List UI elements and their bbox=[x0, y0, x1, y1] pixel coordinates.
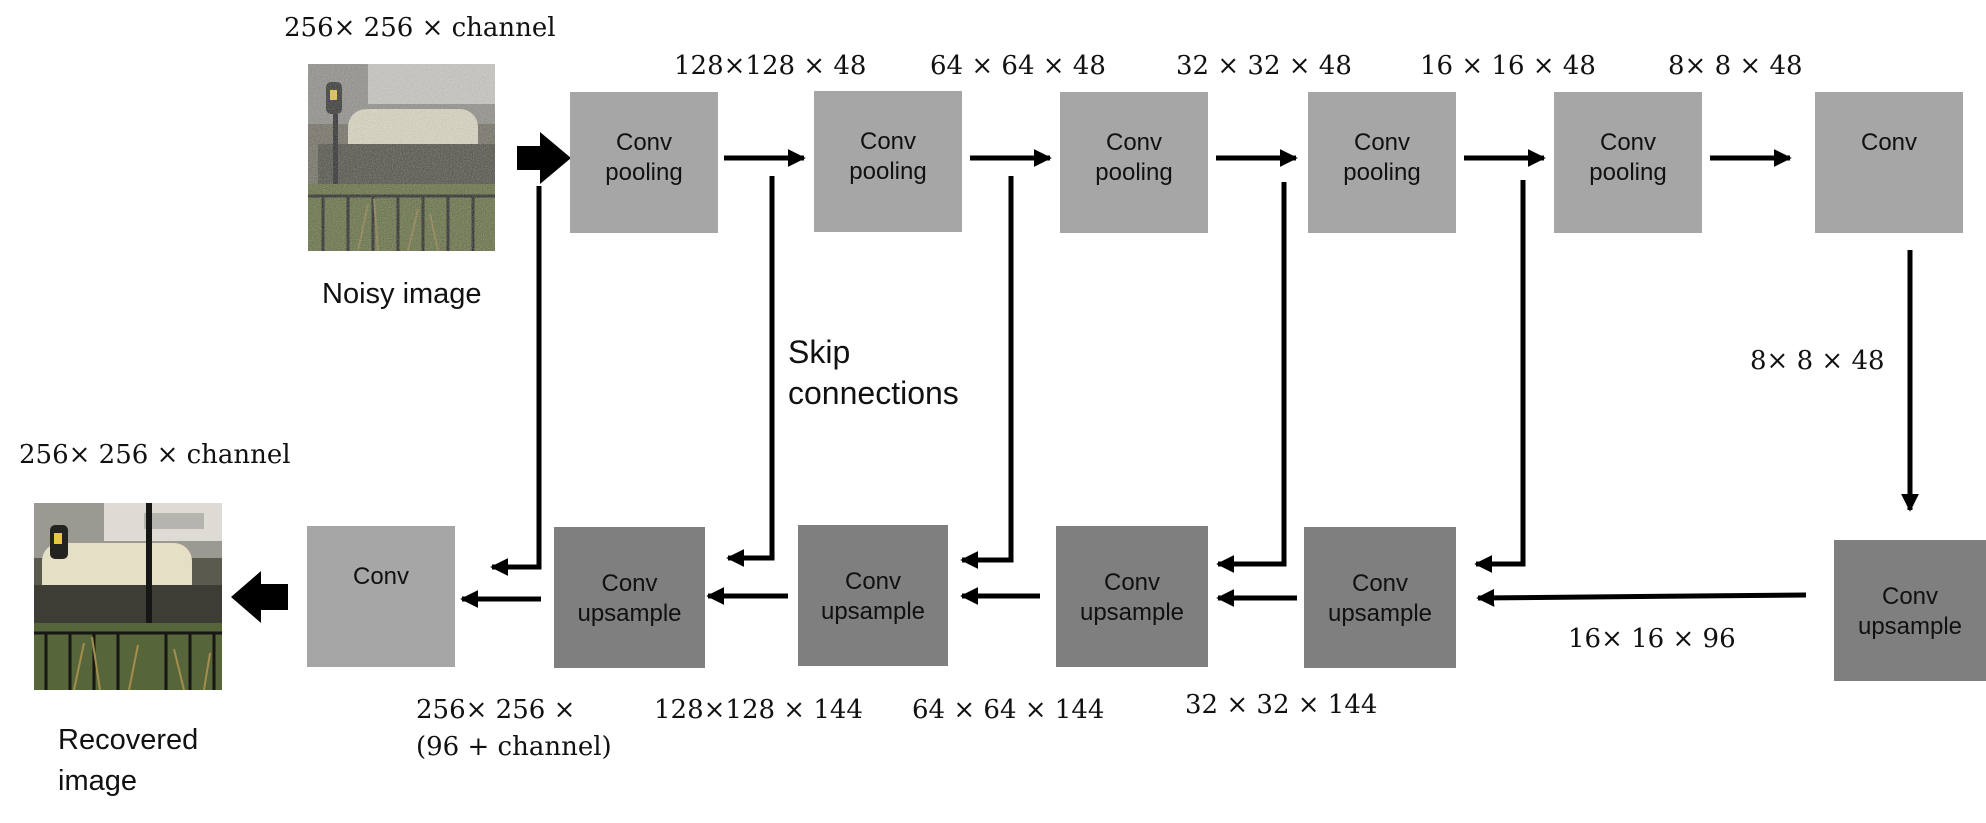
encoder-dim-5: 8× 8 × 48 bbox=[1668, 51, 1803, 81]
recovered-image-caption: Recovered image bbox=[58, 720, 198, 802]
decoder-final-conv: Conv bbox=[307, 526, 455, 667]
block-label-upsample: upsample bbox=[1857, 613, 1963, 640]
block-label-conv: Conv bbox=[1860, 129, 1918, 156]
input-arrow bbox=[517, 132, 571, 184]
encoder-conv-bottom: Conv bbox=[1815, 92, 1963, 233]
output-dim-label: 256× 256 × channel bbox=[19, 440, 291, 470]
encoder-conv-pooling-5: Conv pooling bbox=[1554, 92, 1702, 233]
block-label-conv: Conv bbox=[1881, 583, 1939, 610]
decoder-dim-4-line2: (96 + channel) bbox=[416, 732, 612, 762]
skip-connection-5 bbox=[1474, 180, 1526, 573]
block-label-conv: Conv bbox=[1599, 129, 1657, 156]
decoder-arrow-1 bbox=[1476, 588, 1807, 607]
block-label-conv: Conv bbox=[615, 129, 673, 156]
noisy-image bbox=[308, 64, 495, 251]
skip-connection-4 bbox=[1216, 182, 1287, 573]
skip-label-line2: connections bbox=[788, 375, 959, 411]
decoder-conv-upsample-4: Conv upsample bbox=[554, 527, 705, 668]
input-dim-label: 256× 256 × channel bbox=[284, 13, 556, 43]
block-label-pooling: pooling bbox=[849, 158, 927, 185]
encoder-dim-1: 128×128 × 48 bbox=[674, 51, 867, 81]
block-label-conv: Conv bbox=[1105, 129, 1163, 156]
noisy-image-caption: Noisy image bbox=[322, 278, 482, 310]
block-label-conv: Conv bbox=[859, 128, 917, 155]
recovered-image bbox=[34, 503, 222, 690]
encoder-dim-2: 64 × 64 × 48 bbox=[930, 51, 1106, 81]
block-label-conv: Conv bbox=[601, 570, 658, 597]
block-label-conv: Conv bbox=[1103, 569, 1161, 596]
recovered-caption-line1: Recovered bbox=[58, 724, 199, 756]
decoder-dim-2: 64 × 64 × 144 bbox=[912, 695, 1105, 725]
bottleneck-conv-upsample: Conv upsample bbox=[1834, 540, 1986, 681]
decoder-conv-upsample-3: Conv upsample bbox=[798, 525, 948, 666]
block-label-conv: Conv bbox=[1351, 570, 1409, 597]
decoder-conv-upsample-2: Conv upsample bbox=[1056, 526, 1208, 667]
block-label-upsample: upsample bbox=[1079, 599, 1185, 626]
bottleneck-out-dim: 16× 16 × 96 bbox=[1568, 624, 1736, 654]
block-label-upsample: upsample bbox=[820, 598, 926, 625]
block-label-pooling: pooling bbox=[605, 159, 683, 186]
block-label-conv: Conv bbox=[352, 563, 410, 590]
bottleneck-down-dim: 8× 8 × 48 bbox=[1750, 346, 1885, 376]
decoder-dim-1: 32 × 32 × 144 bbox=[1185, 690, 1378, 720]
decoder-dim-4-line1: 256× 256 × bbox=[416, 695, 576, 725]
decoder-conv-upsample-1: Conv upsample bbox=[1304, 527, 1456, 668]
block-label-upsample: upsample bbox=[1327, 600, 1433, 627]
block-label-pooling: pooling bbox=[1343, 159, 1421, 186]
skip-label-line1: Skip bbox=[788, 334, 851, 370]
encoder-conv-pooling-1: Conv pooling bbox=[570, 92, 718, 233]
encoder-conv-pooling-3: Conv pooling bbox=[1060, 92, 1208, 233]
skip-connection-3 bbox=[960, 176, 1014, 569]
block-label-pooling: pooling bbox=[1095, 159, 1173, 186]
recovered-caption-line2: image bbox=[58, 765, 137, 797]
block-label-conv: Conv bbox=[1353, 129, 1411, 156]
skip-connections-label: Skip connections bbox=[788, 332, 959, 414]
block-label-upsample: upsample bbox=[577, 600, 682, 627]
decoder-dim-3: 128×128 × 144 bbox=[654, 695, 863, 725]
encoder-conv-pooling-2: Conv pooling bbox=[814, 91, 962, 232]
output-arrow bbox=[231, 571, 288, 623]
block-label-pooling: pooling bbox=[1589, 159, 1667, 186]
encoder-dim-4: 16 × 16 × 48 bbox=[1420, 51, 1596, 81]
encoder-dim-3: 32 × 32 × 48 bbox=[1176, 51, 1352, 81]
skip-connection-2 bbox=[726, 176, 775, 567]
block-label-conv: Conv bbox=[844, 568, 902, 595]
skip-connection-1 bbox=[490, 186, 542, 576]
encoder-conv-pooling-4: Conv pooling bbox=[1308, 92, 1456, 233]
